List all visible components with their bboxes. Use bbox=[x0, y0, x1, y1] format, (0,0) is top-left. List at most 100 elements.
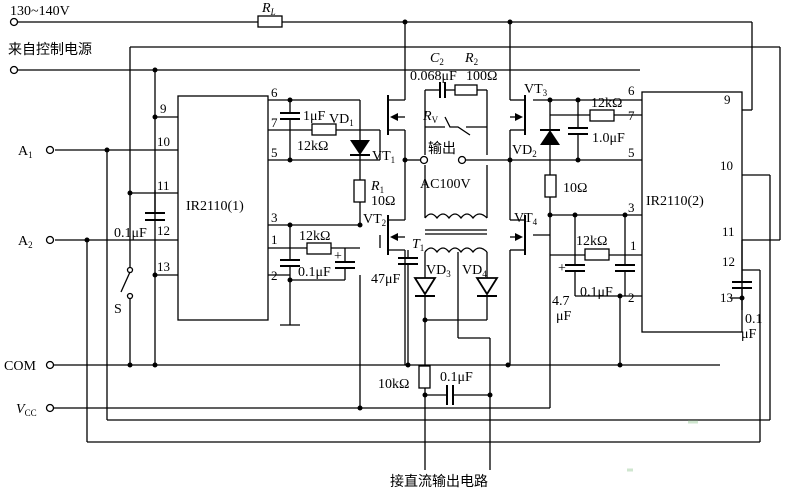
svg-text:3: 3 bbox=[271, 210, 278, 225]
resistor-r1: R1 10Ω bbox=[353, 179, 395, 228]
resistor-12k-b: 12kΩ bbox=[299, 229, 360, 255]
resistor-12k-a: 12kΩ bbox=[297, 123, 380, 154]
svg-text:10kΩ: 10kΩ bbox=[378, 377, 409, 392]
output-right-terminal[interactable] bbox=[457, 155, 467, 165]
svg-text:12kΩ: 12kΩ bbox=[297, 139, 328, 154]
svg-text:12kΩ: 12kΩ bbox=[591, 96, 622, 111]
svg-text:RL: RL bbox=[261, 1, 276, 17]
ic-ir2110-2: IR2110(2) 9 10 11 12 13 6 7 5 3 1 2 bbox=[628, 83, 743, 333]
transistor-vt3: VT3 bbox=[507, 19, 550, 163]
com-terminal[interactable] bbox=[45, 360, 55, 370]
svg-text:5: 5 bbox=[271, 145, 278, 160]
svg-text:1.0μF: 1.0μF bbox=[592, 131, 625, 146]
svg-text:12: 12 bbox=[157, 223, 170, 238]
vcc-terminal[interactable] bbox=[45, 403, 55, 413]
cap-1uf: 1μF bbox=[280, 97, 360, 163]
cap-47uf: 47μF bbox=[371, 250, 418, 365]
svg-text:VD4: VD4 bbox=[462, 263, 487, 279]
svg-text:13: 13 bbox=[157, 259, 170, 274]
diode-vd4: VD4 bbox=[422, 263, 499, 323]
svg-text:S: S bbox=[114, 302, 122, 317]
svg-text:3: 3 bbox=[628, 200, 635, 215]
svg-text:0.1μF: 0.1μF bbox=[580, 285, 613, 300]
switch-s[interactable]: S bbox=[114, 250, 134, 365]
vcc-rail: VCC bbox=[16, 215, 551, 418]
svg-text:11: 11 bbox=[722, 224, 735, 239]
svg-text:+: + bbox=[334, 249, 342, 264]
svg-text:0.1μF: 0.1μF bbox=[298, 265, 331, 280]
svg-text:10Ω: 10Ω bbox=[563, 181, 587, 196]
svg-text:12kΩ: 12kΩ bbox=[576, 234, 607, 249]
svg-text:1μF: 1μF bbox=[303, 109, 326, 124]
svg-text:11: 11 bbox=[157, 178, 170, 193]
right-lower-network: + 4.7 μF 12kΩ 0.1μF bbox=[550, 212, 642, 365]
diode-vd3: VD3 bbox=[413, 263, 451, 366]
svg-text:100Ω: 100Ω bbox=[466, 69, 497, 84]
svg-text:4.7: 4.7 bbox=[552, 294, 570, 309]
transformer-t1: T1 bbox=[412, 165, 491, 470]
svg-text:47μF: 47μF bbox=[371, 272, 401, 287]
svg-text:2: 2 bbox=[628, 290, 635, 305]
svg-text:VT2: VT2 bbox=[363, 212, 386, 228]
transistor-vt2: VT2 bbox=[363, 160, 406, 365]
cap-left-01uf: 0.1μF bbox=[114, 114, 165, 278]
control-terminal[interactable] bbox=[9, 65, 19, 75]
supply-terminal[interactable] bbox=[9, 17, 19, 27]
cap-01uf-e: 0.1 μF bbox=[730, 240, 763, 342]
right-bootstrap: 1.0μF 12kΩ bbox=[510, 96, 642, 163]
svg-text:+: + bbox=[558, 261, 566, 276]
input-a1: A1 bbox=[18, 144, 771, 421]
input-a2: A2 bbox=[18, 234, 761, 443]
ic2-label: IR2110(2) bbox=[646, 194, 704, 209]
transistor-vt4: VT4 bbox=[509, 160, 550, 365]
transistor-vt1: VT1 bbox=[372, 19, 408, 165]
svg-text:R2: R2 bbox=[464, 51, 478, 67]
dc-output-label: 接直流输出电路 bbox=[390, 473, 488, 490]
svg-text:T1: T1 bbox=[412, 237, 424, 253]
svg-text:VT1: VT1 bbox=[372, 149, 395, 165]
svg-text:13: 13 bbox=[720, 290, 733, 305]
output-voltage: AC100V bbox=[420, 177, 471, 192]
svg-text:10: 10 bbox=[157, 134, 170, 149]
svg-text:6: 6 bbox=[271, 85, 278, 100]
svg-text:7: 7 bbox=[628, 108, 635, 123]
cap-01uf-c: 0.1μF bbox=[425, 370, 493, 405]
ic1-label: IR2110(1) bbox=[186, 199, 244, 214]
output-left-terminal[interactable] bbox=[419, 155, 429, 165]
cap-pin3 bbox=[280, 222, 345, 326]
svg-text:9: 9 bbox=[724, 92, 731, 107]
svg-text:A1: A1 bbox=[18, 144, 33, 160]
svg-text:RV: RV bbox=[422, 109, 439, 125]
svg-text:7: 7 bbox=[271, 115, 278, 130]
svg-text:0.1: 0.1 bbox=[745, 312, 763, 327]
ic-ir2110-1: IR2110(1) 9 10 11 12 13 6 7 5 3 1 2 bbox=[55, 85, 380, 321]
control-source: 来自控制电源 bbox=[8, 42, 781, 365]
svg-text:VD2: VD2 bbox=[512, 143, 537, 159]
svg-text:6: 6 bbox=[628, 83, 635, 98]
svg-text:0.068μF: 0.068μF bbox=[410, 69, 457, 84]
svg-text:μF: μF bbox=[741, 327, 757, 342]
svg-text:1: 1 bbox=[630, 238, 637, 253]
com-rail: COM bbox=[4, 359, 720, 374]
svg-text:0.1μF: 0.1μF bbox=[114, 226, 147, 241]
resistor-10k: 10kΩ bbox=[378, 365, 431, 470]
svg-text:μF: μF bbox=[556, 309, 572, 324]
output-node: 输出 AC100V bbox=[405, 141, 510, 192]
diode-vd1: VD1 bbox=[329, 100, 370, 180]
load-resistor-rl: RL bbox=[257, 1, 283, 28]
svg-text:R1: R1 bbox=[370, 179, 384, 195]
snubber-network: C2 R2 0.068μF 100Ω RV bbox=[410, 51, 497, 155]
svg-text:12: 12 bbox=[722, 254, 735, 269]
svg-text:10Ω: 10Ω bbox=[371, 194, 395, 209]
a1-terminal[interactable] bbox=[45, 145, 55, 155]
svg-text:2: 2 bbox=[271, 268, 278, 283]
svg-text:5: 5 bbox=[628, 145, 635, 160]
corner-mark bbox=[627, 420, 698, 472]
svg-text:VT4: VT4 bbox=[514, 211, 538, 227]
a2-terminal[interactable] bbox=[45, 235, 55, 245]
svg-text:VCC: VCC bbox=[16, 402, 37, 418]
svg-text:VT3: VT3 bbox=[524, 82, 548, 98]
svg-text:10: 10 bbox=[720, 158, 733, 173]
svg-text:C2: C2 bbox=[430, 51, 444, 67]
